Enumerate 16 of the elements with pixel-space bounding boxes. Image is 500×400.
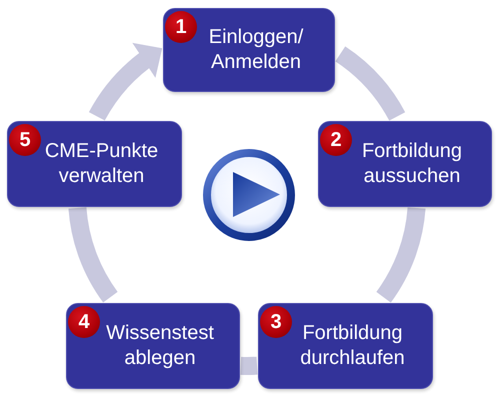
process-step-box — [66, 303, 240, 389]
cycle-arrow — [89, 44, 162, 122]
step-number: 1 — [165, 11, 197, 43]
process-step-box — [7, 121, 182, 207]
step-label: CME-Punkte verwalten — [44, 139, 160, 189]
step-label: Einloggen/ Anmelden — [208, 25, 304, 75]
process-step-box — [163, 8, 335, 92]
step-label: Fortbildung aussuchen — [360, 139, 464, 189]
step-number: 4 — [68, 306, 100, 338]
process-step-box — [258, 303, 433, 389]
step-label: Fortbildung durchlaufen — [299, 321, 406, 371]
step-number: 2 — [320, 124, 352, 156]
step-number: 5 — [9, 124, 41, 156]
step-number: 3 — [260, 306, 292, 338]
step-label: Wissenstest ablegen — [105, 321, 215, 371]
process-step-box — [318, 121, 492, 207]
